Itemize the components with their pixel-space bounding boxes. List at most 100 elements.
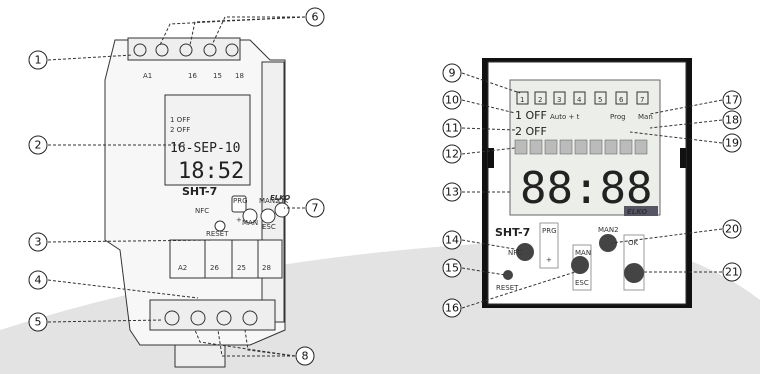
left-reset-label: RESET: [206, 230, 229, 238]
left-prg-label: PRG: [233, 197, 248, 205]
right-model: SHT-7: [495, 226, 530, 239]
day-5: 5: [598, 96, 602, 104]
right-prg-button: [516, 243, 534, 261]
svg-text:21: 21: [725, 266, 739, 279]
svg-text:13: 13: [445, 186, 459, 199]
callout-9: 9: [442, 63, 462, 83]
left-man2-button: [260, 208, 276, 224]
left-ok-button: [274, 202, 290, 218]
right-ok-frame: [623, 234, 645, 291]
svg-text:15: 15: [445, 262, 459, 275]
terminal-label-26: 26: [210, 264, 219, 272]
left-device: [104, 37, 290, 368]
right-prg-label: PRG: [542, 227, 557, 235]
right-brand-badge: [624, 206, 658, 216]
right-man2-label: MAN2: [598, 226, 619, 234]
big-digits: 88:88: [520, 163, 652, 214]
svg-text:16: 16: [445, 302, 459, 315]
right-ok-button: [624, 263, 644, 283]
right-man2-button: [599, 234, 617, 252]
callout-3: 3: [28, 232, 48, 252]
terminal-label-25: 25: [237, 264, 246, 272]
right-plus-label: +: [546, 256, 552, 264]
terminal-label-a2: A2: [178, 264, 187, 272]
svg-text:3: 3: [35, 236, 42, 249]
day-1: 1: [520, 96, 524, 104]
left-esc-label: ESC: [262, 223, 276, 231]
day-6: 6: [619, 96, 624, 104]
callout-5: 5: [28, 312, 48, 332]
svg-text:19: 19: [725, 137, 739, 150]
row1-mode: Auto + t: [550, 113, 580, 121]
callout-21: 21: [722, 262, 742, 282]
left-prg-button: [231, 195, 247, 213]
terminal-label-a1: A1: [143, 72, 152, 80]
top-terminal-block: [127, 37, 241, 61]
svg-text:1: 1: [35, 54, 42, 67]
callout-markers: 1 2 3 4 5 6 7 8 9 10 11 12 13 14 15 16 1…: [28, 7, 742, 366]
left-model: SHT-7: [182, 185, 217, 198]
callout-20: 20: [722, 219, 742, 239]
terminal-label-15: 15: [213, 72, 222, 80]
callout-8: 8: [295, 346, 315, 366]
terminal-label-panel: [169, 239, 283, 279]
right-brand: ELKO: [627, 208, 647, 216]
callout-7: 7: [305, 198, 325, 218]
right-reset-label: RESET: [496, 284, 519, 292]
row1-man: Man: [638, 113, 653, 121]
svg-text:20: 20: [725, 223, 739, 236]
svg-text:8: 8: [302, 350, 309, 363]
svg-text:9: 9: [449, 67, 456, 80]
left-nfc: NFC: [195, 207, 209, 215]
side-rail: [261, 61, 285, 323]
callout-13: 13: [442, 182, 462, 202]
row2-status: 2 OFF: [515, 125, 547, 138]
left-man-button: [242, 208, 258, 224]
din-clip: [174, 344, 226, 368]
lcd-date: 16-SEP-10: [170, 141, 240, 156]
right-reset-button: [503, 270, 513, 280]
leader-lines: [47, 16, 723, 357]
row1-status: 1 OFF: [515, 109, 547, 122]
right-display: [482, 58, 692, 308]
callout-17: 17: [722, 90, 742, 110]
svg-text:18: 18: [725, 114, 739, 127]
day-7: 7: [640, 96, 644, 104]
lcd-frame: [164, 94, 251, 186]
svg-text:12: 12: [445, 148, 459, 161]
left-man2-label: MAN2: [259, 197, 280, 205]
svg-text:17: 17: [725, 94, 739, 107]
callout-16: 16: [442, 298, 462, 318]
day-boxes: [516, 91, 649, 105]
svg-text:14: 14: [445, 234, 459, 247]
left-brand: ELKO: [270, 194, 290, 202]
lcd-line2: 2 OFF: [170, 126, 190, 134]
svg-text:11: 11: [445, 122, 459, 135]
terminal-label-28: 28: [262, 264, 271, 272]
callout-14: 14: [442, 230, 462, 250]
matrix-row: [514, 139, 648, 155]
left-ok-label: OK: [278, 197, 289, 205]
terminal-label-16: 16: [188, 72, 197, 80]
left-reset-button: [214, 220, 226, 232]
svg-text:6: 6: [312, 11, 319, 24]
day-3: 3: [557, 96, 561, 104]
callout-6: 6: [305, 7, 325, 27]
day-4: 4: [577, 96, 582, 104]
lcd-time: 18:52: [178, 159, 244, 184]
callout-12: 12: [442, 144, 462, 164]
right-esc-label: ESC: [575, 279, 589, 287]
callout-18: 18: [722, 110, 742, 130]
callout-2: 2: [28, 135, 48, 155]
lcd-line1: 1 OFF: [170, 116, 190, 124]
svg-text:4: 4: [35, 274, 42, 287]
svg-text:5: 5: [35, 316, 42, 329]
callout-4: 4: [28, 270, 48, 290]
right-nfc: NFC: [508, 249, 522, 257]
right-man-label: MAN: [575, 249, 591, 257]
callout-11: 11: [442, 118, 462, 138]
day-2: 2: [538, 96, 542, 104]
svg-text:10: 10: [445, 94, 459, 107]
right-prg-frame: [539, 222, 559, 269]
